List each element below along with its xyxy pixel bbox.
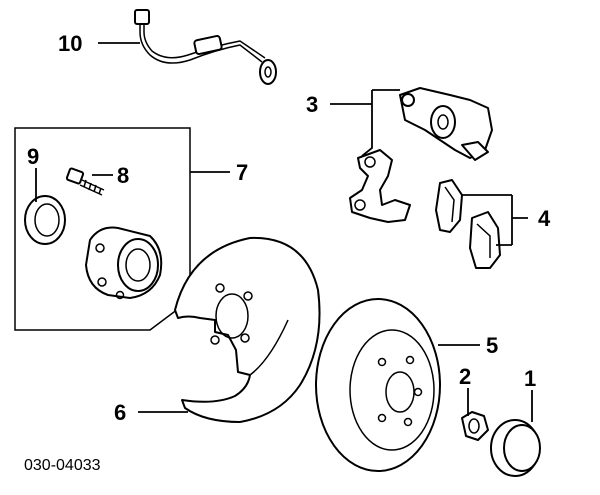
part-dust-shield (174, 236, 321, 423)
part-caliper-assembly (349, 87, 493, 223)
brake-pad-outer (435, 179, 463, 233)
callout-5: 5 (486, 333, 498, 358)
callout-7: 7 (236, 160, 248, 185)
leader-3 (330, 89, 400, 157)
part-brake-rotor (315, 298, 441, 472)
hose-crimp (193, 35, 223, 55)
part-wheel-bolt (65, 167, 105, 196)
callout-8: 8 (117, 163, 129, 188)
hose-fitting-top (134, 9, 150, 25)
callout-9: 9 (27, 144, 39, 169)
callout-4: 4 (538, 206, 551, 231)
caliper-bracket (349, 149, 411, 223)
bleeder-screw (401, 93, 415, 107)
part-wheel-hub (85, 226, 163, 300)
caliper-piston (430, 105, 456, 139)
caliper-pin (461, 141, 489, 161)
part-brake-hose (134, 9, 277, 85)
brake-pad-inner (469, 211, 501, 269)
callout-3: 3 (306, 92, 318, 117)
callout-2: 2 (459, 364, 471, 389)
part-brake-pads (435, 179, 501, 269)
callout-10: 10 (58, 31, 82, 56)
callout-6: 6 (114, 400, 126, 425)
part-seal-ring (24, 195, 66, 245)
diagram-code: 030-04033 (24, 457, 101, 474)
hose-banjo-end (259, 59, 277, 85)
part-axle-nut (461, 411, 489, 441)
part-hub-cap (490, 419, 541, 477)
leader-lines (35, 42, 533, 422)
leader-4 (462, 194, 528, 246)
part-hub-assembly (14, 127, 191, 331)
hub-assembly-box (14, 127, 191, 331)
callout-1: 1 (524, 366, 536, 391)
